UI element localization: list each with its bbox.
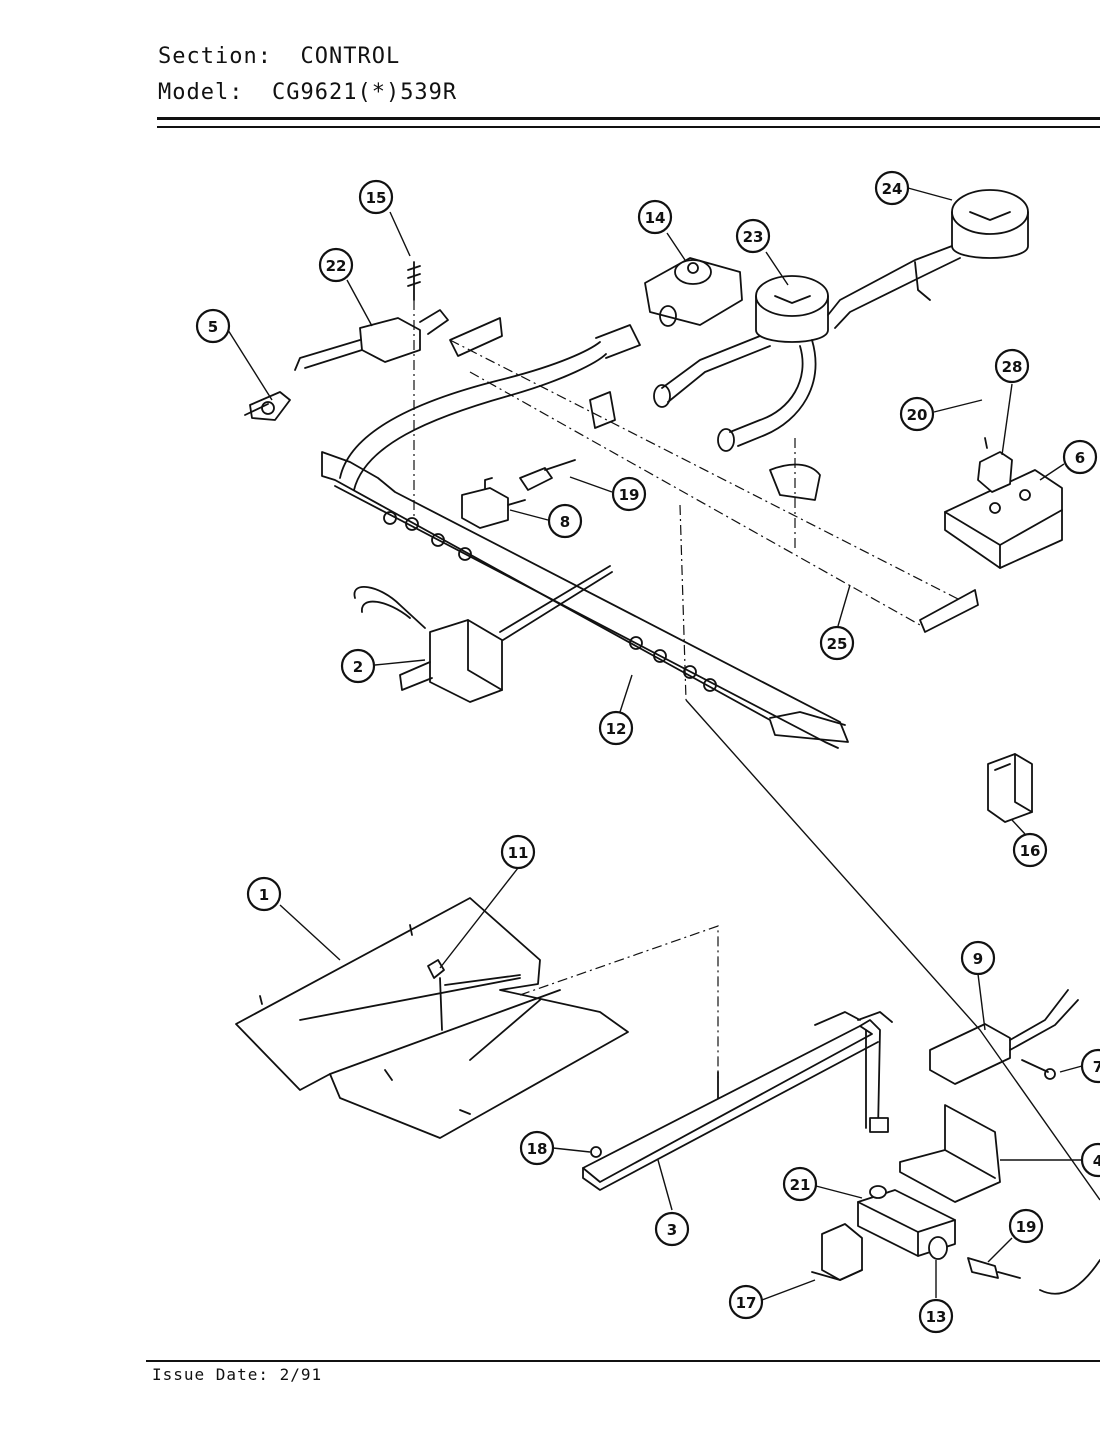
model-heading: Model: CG9621(*)539R xyxy=(158,80,457,105)
callout-11: 11 xyxy=(500,834,536,870)
model-value: CG9621(*)539R xyxy=(271,80,458,105)
callout-7: 7 xyxy=(1080,1048,1100,1084)
oven-thermostat xyxy=(353,565,613,703)
callout-19-top: 19 xyxy=(611,476,647,512)
callout-label: 17 xyxy=(736,1294,757,1312)
callout-17: 17 xyxy=(728,1284,764,1320)
callout-label: 23 xyxy=(743,228,764,246)
oven-valve-fitting xyxy=(461,459,576,529)
callout-label: 25 xyxy=(827,635,848,653)
callout-12: 12 xyxy=(598,710,634,746)
callout-label: 9 xyxy=(973,950,983,968)
callout-22: 22 xyxy=(318,247,354,283)
oven-igniter xyxy=(929,989,1100,1295)
model-label: Model: xyxy=(158,80,244,105)
callout-label: 24 xyxy=(882,180,903,198)
ignition-bracket xyxy=(944,437,1063,569)
callout-label: 11 xyxy=(508,844,529,862)
pressure-regulator xyxy=(644,257,743,327)
callout-label: 3 xyxy=(667,1221,677,1239)
callout-label: 20 xyxy=(907,406,928,424)
callout-19-bottom: 19 xyxy=(1008,1208,1044,1244)
callout-23: 23 xyxy=(735,218,771,254)
header-rule-thin xyxy=(157,126,1100,128)
callout-label: 6 xyxy=(1075,449,1085,467)
callout-label: 13 xyxy=(926,1308,947,1326)
callout-2: 2 xyxy=(340,648,376,684)
callout-label: 16 xyxy=(1020,842,1041,860)
callout-20: 20 xyxy=(899,396,935,432)
callout-label: 12 xyxy=(606,720,627,738)
callout-label: 2 xyxy=(353,658,363,676)
callout-13: 13 xyxy=(918,1298,954,1334)
callout-label: 19 xyxy=(619,486,640,504)
callout-label: 18 xyxy=(527,1140,548,1158)
callout-label: 4 xyxy=(1093,1152,1100,1170)
guide-line-shield-to-burner xyxy=(519,925,719,1078)
burner-shield xyxy=(235,897,629,1139)
callout-9: 9 xyxy=(960,940,996,976)
callout-label: 15 xyxy=(366,189,387,207)
callout-25: 25 xyxy=(819,625,855,661)
guide-line-manifold-to-valve xyxy=(685,699,1100,1201)
callout-label: 1 xyxy=(259,886,269,904)
callout-6: 6 xyxy=(1062,439,1098,475)
callout-leaders xyxy=(227,187,1083,1301)
top-burners xyxy=(653,189,1029,452)
callout-8: 8 xyxy=(547,503,583,539)
callout-18: 18 xyxy=(519,1130,555,1166)
oven-burner xyxy=(582,1011,893,1191)
callout-label: 8 xyxy=(560,513,570,531)
manifold-pipe xyxy=(321,324,849,749)
callout-label: 22 xyxy=(326,257,347,275)
section-label: Section: xyxy=(158,44,272,69)
header-rule-thick xyxy=(157,117,1100,120)
callout-4: 4 xyxy=(1080,1142,1100,1178)
guide-line-12-to-3 xyxy=(679,504,687,701)
callout-label: 5 xyxy=(208,318,218,336)
callout-3: 3 xyxy=(654,1211,690,1247)
callout-label: 21 xyxy=(790,1176,811,1194)
callout-28: 28 xyxy=(994,348,1030,384)
oven-safety-valve xyxy=(811,1104,1001,1281)
callout-label: 28 xyxy=(1002,358,1023,376)
callout-14: 14 xyxy=(637,199,673,235)
burner-valve-assembly xyxy=(244,261,449,520)
callout-label: 14 xyxy=(645,209,666,227)
callout-21: 21 xyxy=(782,1166,818,1202)
spark-module xyxy=(987,753,1033,823)
callout-16: 16 xyxy=(1012,832,1048,868)
section-value: CONTROL xyxy=(300,44,401,69)
issue-date: Issue Date: 2/91 xyxy=(152,1365,323,1384)
callout-label: 19 xyxy=(1016,1218,1037,1236)
callout-5: 5 xyxy=(195,308,231,344)
section-heading: Section: CONTROL xyxy=(158,44,400,69)
burner-bracket xyxy=(449,317,979,633)
callout-1: 1 xyxy=(246,876,282,912)
callout-label: 7 xyxy=(1093,1058,1100,1076)
callout-24: 24 xyxy=(874,170,910,206)
callout-15: 15 xyxy=(358,179,394,215)
footer-rule xyxy=(146,1360,1100,1362)
